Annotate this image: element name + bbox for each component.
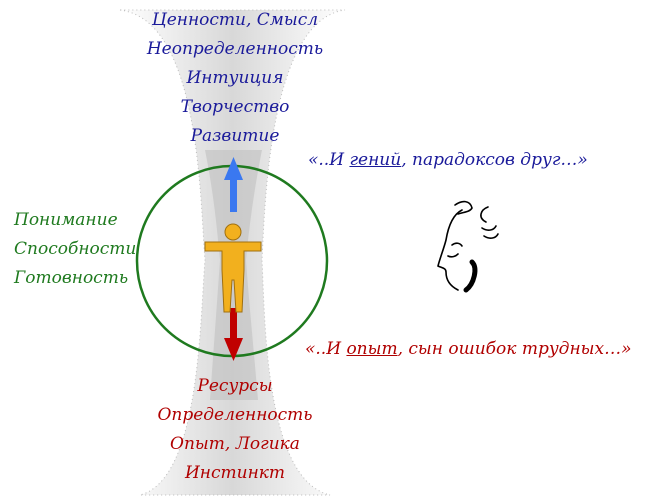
arrow-up-icon	[224, 157, 243, 212]
human-figure-icon	[204, 223, 262, 313]
left-item: Способности	[14, 239, 137, 259]
top-values-list: Ценности, Смысл Неопределенность Интуици…	[140, 6, 330, 151]
bottom-values-list: Ресурсы Определенность Опыт, Логика Инст…	[140, 372, 330, 488]
left-values-list: Понимание Способности Готовность	[14, 206, 136, 293]
top-item: Развитие	[190, 126, 280, 146]
bottom-item: Опыт, Логика	[170, 434, 300, 454]
top-item: Творчество	[180, 97, 290, 117]
top-item: Интуиция	[186, 68, 284, 88]
portrait-sketch-icon	[437, 200, 499, 293]
quote-genius: «..И гений, парадоксов друг…»	[308, 146, 588, 175]
quote-suffix: , сын ошибок трудных…»	[397, 339, 632, 359]
quote-keyword: гений	[349, 150, 402, 170]
top-item: Неопределенность	[146, 39, 324, 59]
quote-suffix: , парадоксов друг…»	[401, 150, 588, 170]
quote-keyword: опыт	[346, 339, 398, 359]
bottom-item: Инстинкт	[184, 463, 286, 483]
quote-prefix: «..И	[308, 150, 350, 170]
top-item: Ценности, Смысл	[151, 10, 319, 30]
bottom-item: Определенность	[157, 405, 313, 425]
quote-prefix: «..И	[305, 339, 347, 359]
left-item: Понимание	[14, 210, 118, 230]
arrow-down-icon	[224, 308, 243, 361]
left-item: Готовность	[14, 268, 129, 288]
bottom-item: Ресурсы	[197, 376, 273, 396]
quote-experience: «..И опыт, сын ошибок трудных…»	[305, 335, 632, 364]
